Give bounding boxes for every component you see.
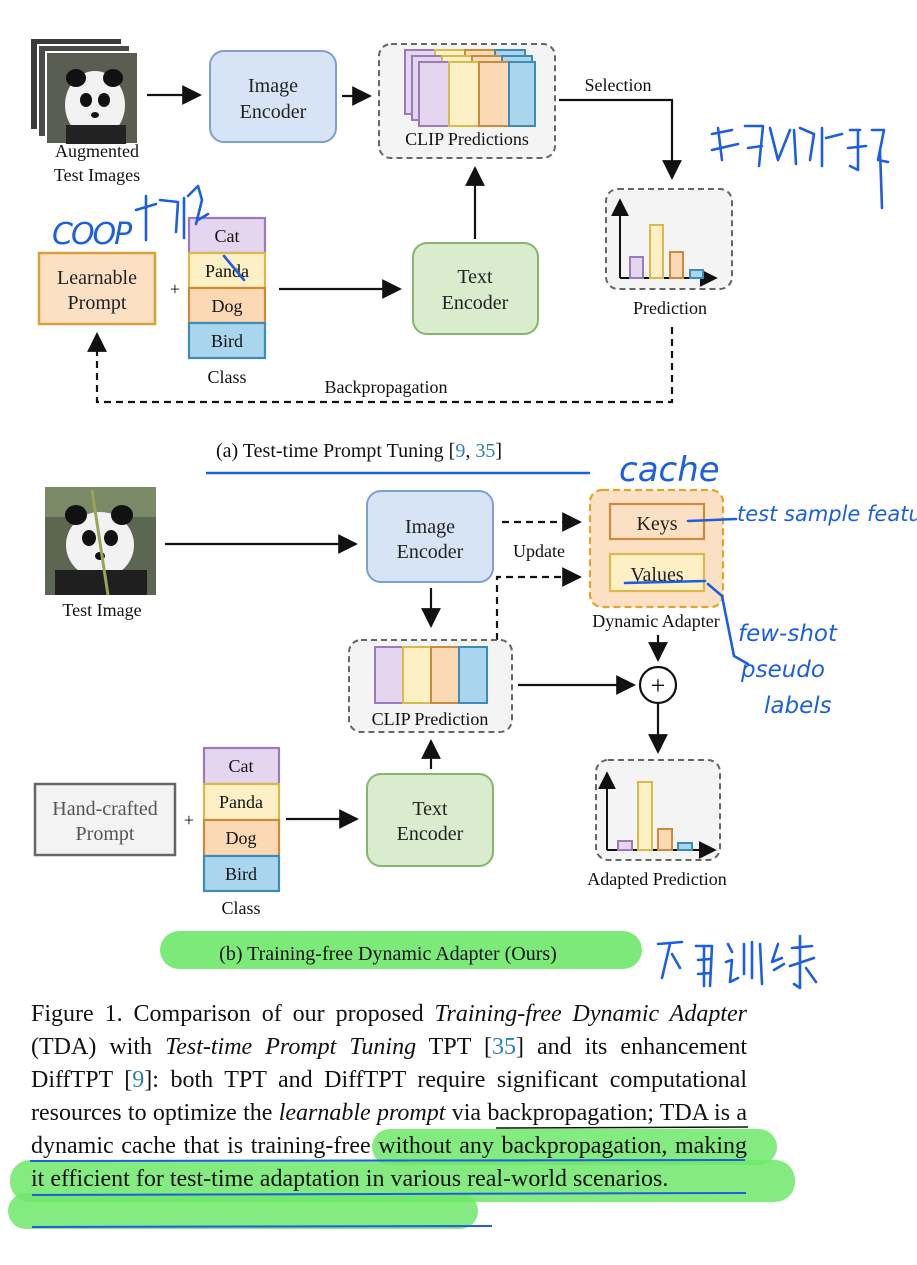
augmented-images — [29, 37, 139, 145]
dynamic-adapter-label: Dynamic Adapter — [592, 611, 719, 631]
handcrafted-prompt-label-2: Prompt — [76, 823, 135, 845]
caption-text-5: ]: both TPT and DiffTPT require signific… — [31, 1067, 747, 1126]
class-cat-a — [187, 216, 267, 255]
clip-bar-panda — [402, 646, 432, 704]
image-encoder-a-label-2: Encoder — [240, 101, 307, 123]
caption-text-6: via backpropagation; TDA is a dynamic ca… — [31, 1100, 747, 1192]
text-encoder-b-label: Text — [412, 798, 448, 820]
learnable-prompt-label: Learnable — [57, 267, 137, 289]
backprop-label: Backpropagation — [325, 377, 448, 397]
plus-a: + — [170, 279, 180, 299]
caption-text-3: TPT [ — [416, 1034, 492, 1060]
class-bird-b-label: Bird — [225, 864, 257, 884]
text-encoder-a-label: Text — [457, 266, 493, 288]
caption-italic-2: Test-time Prompt Tuning — [165, 1034, 417, 1060]
adapted-prediction-label: Adapted Prediction — [587, 869, 726, 889]
keys-note: test sample feature — [737, 502, 917, 526]
class-dog-b-label: Dog — [226, 828, 257, 848]
class-panda-b — [202, 782, 281, 822]
values-note-3: labels — [764, 693, 832, 719]
caption-italic-3: learnable prompt — [278, 1100, 446, 1126]
figure-caption: Figure 1. Comparison of our proposed Tra… — [31, 998, 747, 1196]
class-dog-a — [187, 286, 267, 325]
cache-note: cache — [619, 450, 720, 490]
highlight-line-3 — [8, 1193, 478, 1229]
image-encoder-b-label: Image — [405, 516, 455, 538]
class-cat-b — [202, 746, 281, 786]
prediction-label: Prediction — [633, 298, 707, 318]
values-note-1: few-shot — [738, 621, 838, 647]
caption-a: (a) Test-time Prompt Tuning [9, 35] — [216, 440, 502, 462]
caption-text-1: Comparison of our proposed — [122, 1001, 435, 1027]
keys-label: Keys — [636, 513, 677, 535]
coop-note: COOP — [52, 217, 133, 252]
highlight-caption-b — [160, 931, 642, 969]
class-bird-a-label: Bird — [211, 331, 243, 351]
figure-label: Figure 1. — [31, 1001, 123, 1027]
augmented-label: Augmented — [55, 141, 139, 161]
selection-label: Selection — [585, 75, 652, 95]
image-encoder-a-label: Image — [248, 75, 298, 97]
prediction-chart — [611, 198, 718, 287]
learnable-prompt — [37, 251, 157, 326]
caption-b: (b) Training-free Dynamic Adapter (Ours) — [219, 943, 557, 965]
class-panda-b-label: Panda — [219, 792, 263, 812]
plus-b: + — [184, 810, 194, 830]
values-box — [608, 552, 706, 593]
class-panda-a-label: Panda — [205, 261, 249, 281]
panda-pointer-line — [222, 254, 246, 282]
caption-text-4: ] and its enhancement DiffTPT [ — [31, 1034, 748, 1093]
class-label-b: Class — [221, 898, 260, 918]
handcrafted-prompt-label: Hand-crafted — [52, 798, 158, 820]
caption-text-2: (TDA) with — [31, 1034, 166, 1060]
test-image-label: Test Image — [62, 600, 141, 620]
values-note-2: pseudo — [740, 657, 825, 683]
sum-node-label: + — [651, 671, 666, 700]
text-encoder-a — [412, 242, 539, 335]
clip-bar-dog — [430, 646, 460, 704]
class-label-a: Class — [207, 367, 246, 387]
citation-9[interactable]: 9 — [132, 1067, 145, 1093]
text-encoder-b-label-2: Encoder — [397, 823, 464, 845]
image-encoder-b-label-2: Encoder — [397, 541, 464, 563]
clip-bar-bird — [458, 646, 488, 704]
caption-italic-1: Training-free Dynamic Adapter — [434, 1001, 747, 1027]
handwriting-notes: COOP cache test sample feature few-shot … — [52, 124, 917, 990]
update-label: Update — [513, 541, 565, 561]
class-dog-a-label: Dog — [212, 296, 243, 316]
sum-node — [638, 665, 678, 705]
test-image-panda — [45, 487, 156, 596]
handcrafted-prompt — [33, 782, 177, 857]
image-encoder-a — [209, 50, 337, 143]
clip-prediction-label: CLIP Prediction — [372, 709, 489, 729]
clip-predictions-stack — [404, 49, 536, 127]
clip-bar-cat — [374, 646, 404, 704]
class-cat-b-label: Cat — [229, 756, 254, 776]
adapted-prediction-chart — [598, 771, 717, 859]
values-label: Values — [630, 564, 684, 586]
text-encoder-a-label-2: Encoder — [442, 292, 509, 314]
text-encoder-b — [366, 773, 494, 867]
learnable-prompt-label-2: Prompt — [68, 292, 127, 314]
image-encoder-b — [366, 490, 494, 583]
clip-predictions-label: CLIP Predictions — [405, 129, 529, 149]
citation-35[interactable]: 35 — [491, 1034, 516, 1060]
class-bird-a — [187, 321, 267, 360]
highlight-line-1 — [372, 1129, 777, 1165]
adapted-prediction-box — [595, 759, 721, 861]
class-cat-a-label: Cat — [215, 226, 240, 246]
class-bird-b — [202, 854, 281, 893]
augmented-label-2: Test Images — [54, 165, 140, 185]
